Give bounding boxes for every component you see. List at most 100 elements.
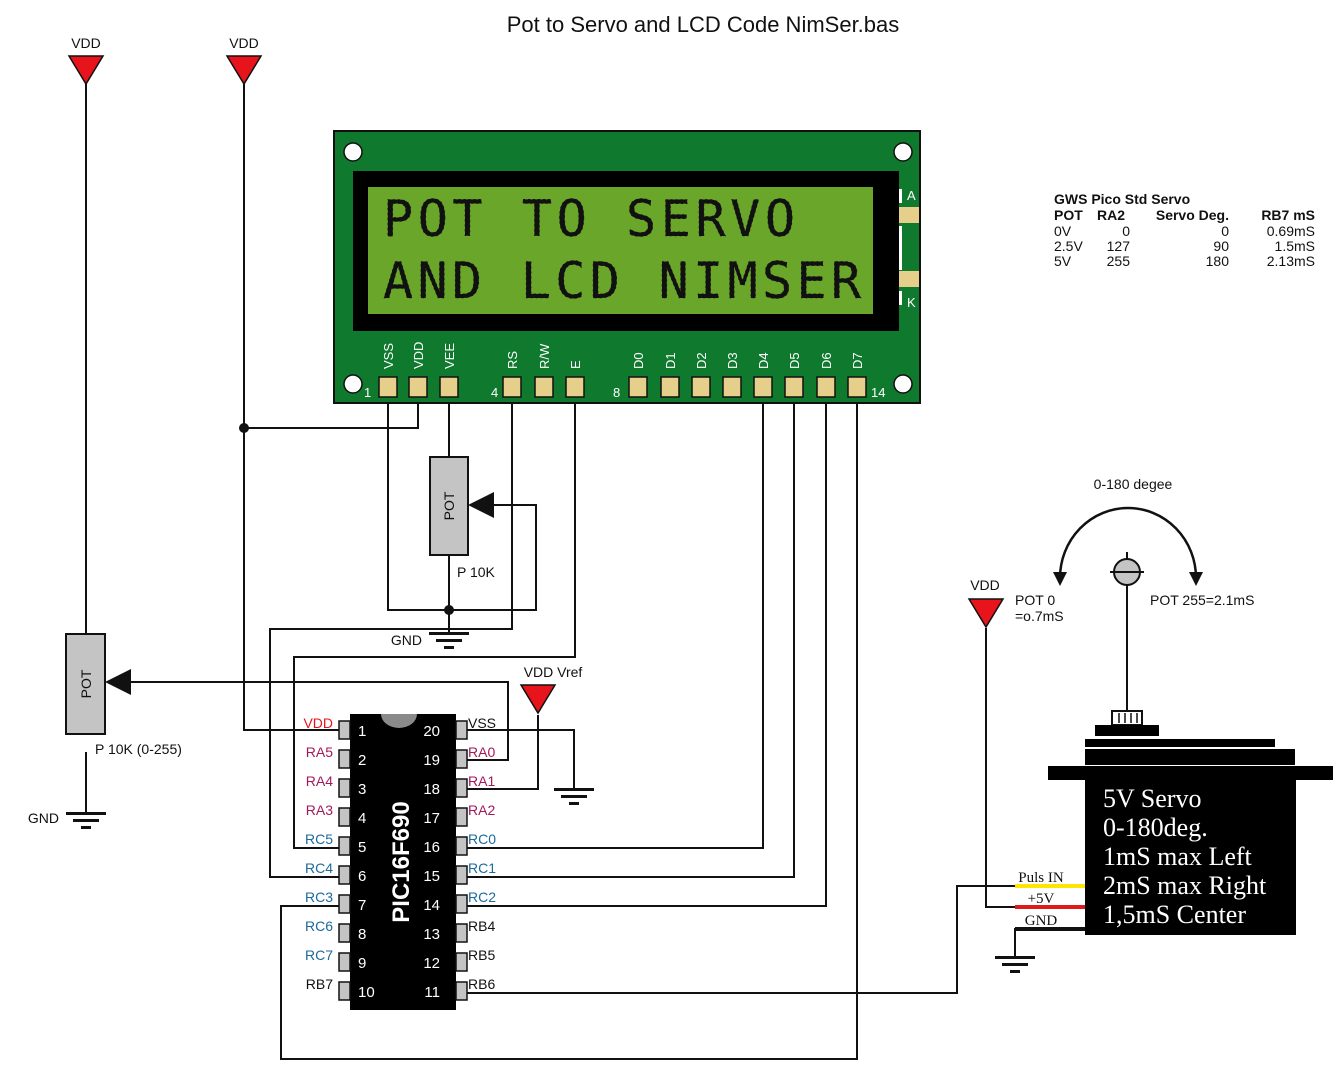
chip-pin-label: RC0	[468, 831, 496, 847]
ground-icon	[554, 788, 594, 791]
chip-pin-pad	[338, 952, 351, 972]
table-cell: 2.13mS	[1267, 253, 1315, 269]
chip-pin-number: 7	[358, 897, 366, 914]
vdd-vref-symbol: VDD Vref	[519, 664, 583, 715]
table-header-cell: RB7 mS	[1261, 207, 1315, 223]
lcd-pin-label: VDD	[411, 342, 426, 369]
ground-symbol-pic	[554, 788, 594, 805]
chip-pin-label: RC1	[468, 860, 496, 876]
chip-notch	[381, 714, 417, 728]
arrow-left-icon	[1053, 572, 1067, 586]
chip-pin-number: 8	[358, 926, 366, 943]
lcd-module: POT TO SERVO AND LCD NIMSER A K 1 4 8 14…	[333, 130, 921, 404]
lcd-pin-pad	[784, 376, 804, 398]
chip-pin-label: RA3	[306, 802, 333, 818]
ground-icon	[995, 956, 1035, 959]
chip-pin-label: RC7	[305, 947, 333, 963]
wire-vdd-pic	[243, 80, 345, 731]
junction-dot	[444, 605, 454, 615]
lcd-pin-pad	[847, 376, 867, 398]
lcd-pin-label: VEE	[442, 343, 457, 369]
chip-pin-label: RC2	[468, 889, 496, 905]
wiper-arrow-icon	[105, 669, 131, 695]
lcd-pin-label: D0	[631, 352, 646, 369]
ground-icon	[66, 812, 106, 815]
table-cell: 180	[1206, 253, 1230, 269]
chip-pin-label: RA5	[306, 744, 333, 760]
lcd-pin-pad	[408, 376, 428, 398]
ground-wire	[1015, 927, 1085, 931]
chip-pin-label: RA1	[468, 773, 495, 789]
chip-pin-label: RB4	[468, 918, 495, 934]
pot-label: POT	[441, 491, 457, 520]
vdd-label: VDD	[970, 577, 1000, 593]
chip-pin-label: RC6	[305, 918, 333, 934]
servo-spec-line: 0-180deg.	[1103, 813, 1208, 842]
servo-spec-line: 1,5mS Center	[1103, 900, 1246, 929]
lcd-pin-pad	[565, 376, 585, 398]
rotation-arc	[1058, 506, 1198, 579]
table-header-cell: RA2	[1097, 207, 1125, 223]
lcd-pin-number: 14	[871, 385, 885, 400]
servo-range-label: 0-180 degee	[1094, 476, 1173, 492]
chip-pin-pad	[455, 778, 468, 798]
pic16f690-chip: PIC16F690 1VDD2RA53RA44RA35RC56RC47RC38R…	[303, 714, 496, 1010]
chip-pin-number: 12	[423, 955, 440, 972]
pot-body	[429, 456, 469, 556]
lcd-pin-pad	[753, 376, 773, 398]
servo: 0-180 degee POT 0 =o.7mS POT 255=2.1mS 5…	[1015, 476, 1333, 935]
chip-pin-number: 5	[358, 839, 366, 856]
vdd-vref-label: VDD Vref	[524, 664, 583, 680]
lcd-pin-label: D1	[663, 352, 678, 369]
table-cell: 0	[1122, 223, 1130, 239]
wire-d5-rc1	[460, 400, 795, 878]
lcd-pin-label: D5	[787, 352, 802, 369]
servo-spec-line: 2mS max Right	[1103, 871, 1267, 900]
diagram-title: Pot to Servo and LCD Code NimSer.bas	[507, 12, 900, 37]
lcd-pin-pad	[722, 376, 742, 398]
lcd-screen	[368, 187, 873, 314]
vdd-triangle-icon	[967, 598, 1005, 629]
table-cell: 0	[1221, 223, 1229, 239]
contrast-potentiometer: POT P 10K	[429, 456, 496, 580]
lcd-pin-label: D7	[850, 352, 865, 369]
lcd-pin-label: VSS	[381, 343, 396, 369]
power-wire-label: +5V	[1028, 891, 1055, 907]
chip-pin-number: 9	[358, 955, 366, 972]
chip-pin-pad	[455, 981, 468, 1001]
chip-pin-number: 2	[358, 752, 366, 769]
chip-pin-pad	[338, 981, 351, 1001]
lcd-pin-pad	[534, 376, 554, 398]
vdd-triangle-icon	[225, 55, 263, 86]
wire-e-rc5	[293, 400, 576, 849]
gnd-label: GND	[28, 810, 59, 826]
lcd-pin-pad	[378, 376, 398, 398]
vdd-label: VDD	[71, 35, 101, 51]
lcd-pin-number: 4	[491, 385, 498, 400]
lcd-pin-number: 8	[613, 385, 620, 400]
chip-pin-pad	[455, 865, 468, 885]
chip-pin-pad	[455, 836, 468, 856]
chip-pin-label: RA4	[306, 773, 333, 789]
table-header-cell: Servo Deg.	[1156, 207, 1229, 223]
chip-pin-label: VDD	[303, 715, 333, 731]
chip-pin-number: 4	[358, 810, 366, 827]
chip-pin-label: VSS	[468, 715, 496, 731]
chip-pin-label: RC3	[305, 889, 333, 905]
pot-value: P 10K	[457, 564, 496, 580]
wire-wiper-ra0	[130, 681, 509, 761]
wire-vss-gnd	[460, 729, 575, 788]
pot-body	[65, 633, 106, 735]
lcd-pin-label: R/W	[537, 343, 552, 369]
table-cell: 0V	[1054, 223, 1072, 239]
table-header-cell: POT	[1054, 207, 1083, 223]
vdd-triangle-icon	[519, 684, 557, 715]
mounting-hole	[893, 142, 913, 162]
chip-pin-pad	[338, 778, 351, 798]
lcd-pin-pad	[502, 376, 522, 398]
wire-d7-rc3	[280, 400, 858, 1060]
lcd-pin-pad	[628, 376, 648, 398]
chip-pin-number: 16	[423, 839, 440, 856]
gnd-label: GND	[391, 632, 422, 648]
